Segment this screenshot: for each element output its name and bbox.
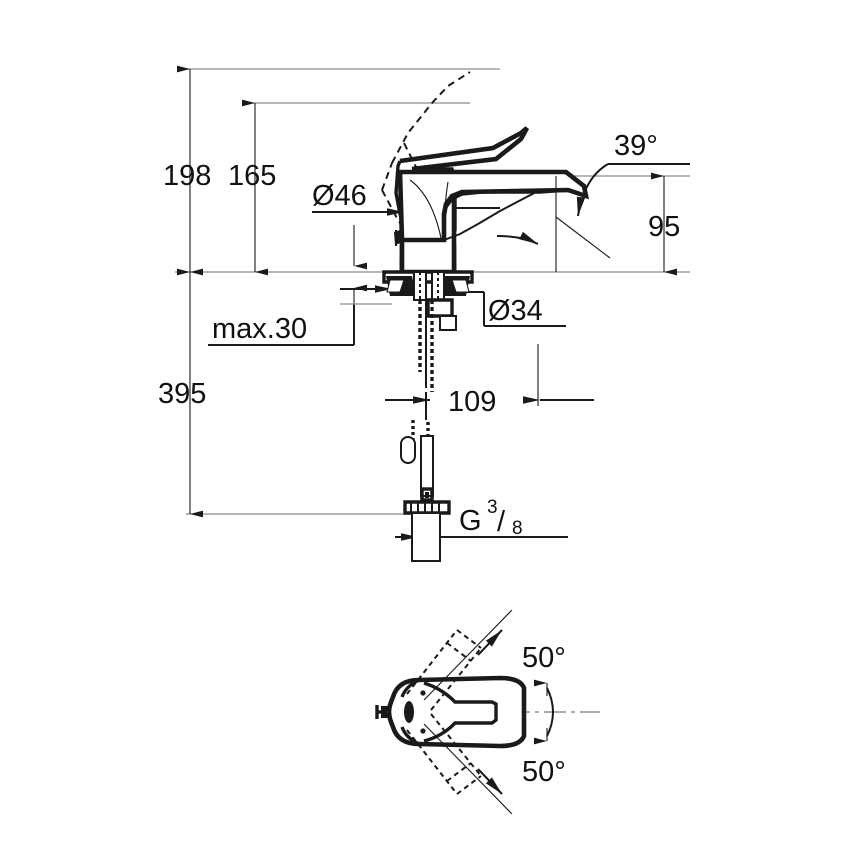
dimension-95: 95 xyxy=(648,172,680,276)
dim-label-95: 95 xyxy=(648,211,680,243)
spout-inner-curve xyxy=(409,179,442,239)
ghost-upper-cap xyxy=(456,629,482,649)
angle-arc-lower xyxy=(546,711,554,737)
top-plan-view: 50° 50° xyxy=(375,609,600,815)
dim-label-165: 165 xyxy=(228,160,276,192)
lever-handle-outline xyxy=(399,126,530,172)
hose-shaft xyxy=(420,435,434,497)
dim-label-thread-slash: / xyxy=(497,506,506,538)
plan-swivel-ghosts xyxy=(406,629,482,795)
dim-label-109: 109 xyxy=(448,386,496,418)
angle-arrow-lower xyxy=(477,768,503,795)
tail-pipe xyxy=(411,512,441,562)
collar-knurl xyxy=(410,503,440,512)
dimension-198: 198 xyxy=(163,65,211,276)
plan-head-left-upper xyxy=(400,678,420,698)
shank-thread-hatch xyxy=(419,272,439,300)
leader-curve-39 xyxy=(576,163,609,217)
spout-tip-lower xyxy=(567,188,587,198)
dim-label-50-lower: 50° xyxy=(522,756,566,788)
plan-spout-inner xyxy=(423,681,498,743)
spout-inner-highlight xyxy=(443,189,541,241)
dim-label-198: 198 xyxy=(163,160,211,192)
hose-olive-fitting xyxy=(400,436,416,464)
spout-pointers xyxy=(435,204,539,245)
dim-label-395: 395 xyxy=(158,378,206,410)
angle-arrow-upper xyxy=(477,629,503,656)
ghost-upper-inner xyxy=(446,642,472,662)
dim-label-d46: Ø46 xyxy=(312,180,367,212)
dimension-max-30: max.30 xyxy=(208,284,392,346)
dim-label-g: G xyxy=(459,505,482,537)
dim-label-d34: Ø34 xyxy=(488,295,543,327)
pointer-spout-lower xyxy=(496,231,539,245)
mount-wedge-right-inner xyxy=(451,279,470,293)
dimension-165: 165 xyxy=(228,99,276,276)
ghost-upper-edge-a xyxy=(406,629,458,695)
dimension-angle-39: 39° xyxy=(555,130,690,259)
dimension-diameter-34: Ø34 xyxy=(448,288,566,327)
angle-ray-upper xyxy=(423,609,513,701)
plan-angle-upper: 50° xyxy=(423,609,566,713)
ghost-lower-cap xyxy=(456,775,482,795)
spout-body-junction xyxy=(443,181,449,241)
dimension-thread-g38: G 3 / 8 xyxy=(395,497,568,541)
spout xyxy=(397,169,590,272)
front-elevation-view: 198 165 395 Ø46 xyxy=(158,65,690,562)
dim-label-thread-numerator: 3 xyxy=(487,497,498,518)
dimension-109: 109 xyxy=(385,344,594,418)
plan-screw-upper xyxy=(420,690,426,696)
plan-lever-marker xyxy=(404,701,414,723)
flexible-hose xyxy=(400,392,451,562)
mount-nut-lower xyxy=(439,315,457,331)
ghost-lever-lower-left xyxy=(381,162,393,191)
ghost-lower-inner xyxy=(446,762,472,782)
plan-head-left-lower xyxy=(400,726,420,746)
dimension-diameter-46: Ø46 xyxy=(312,180,404,216)
hose-connector-block xyxy=(420,487,434,502)
dimension-395: 395 xyxy=(158,268,206,518)
mount-wedge-left-inner xyxy=(386,279,405,293)
spout-outline xyxy=(397,169,590,243)
ghost-lever-upper xyxy=(391,71,471,164)
angle-arc-upper xyxy=(546,687,554,713)
dim-label-thread-denominator: 8 xyxy=(512,518,523,539)
plan-screw-lower xyxy=(420,728,426,734)
faucet-front-geometry xyxy=(381,71,590,562)
plan-faucet-body xyxy=(375,675,527,749)
angle-ray-lower xyxy=(423,723,513,815)
plan-angle-lower: 50° xyxy=(423,711,566,815)
spout-tip-upper xyxy=(564,170,588,197)
dim-label-50-upper: 50° xyxy=(522,642,566,674)
angle-ref-line-39 xyxy=(555,216,611,259)
ghost-lower-edge-b xyxy=(430,713,482,777)
mounting-assembly xyxy=(382,270,474,392)
dim-label-39: 39° xyxy=(614,130,658,162)
ghost-upper-edge-b xyxy=(430,647,482,711)
hose-connector-inner xyxy=(425,492,429,498)
ghost-lower-edge-a xyxy=(406,729,458,795)
dim-label-max30: max.30 xyxy=(212,313,307,345)
